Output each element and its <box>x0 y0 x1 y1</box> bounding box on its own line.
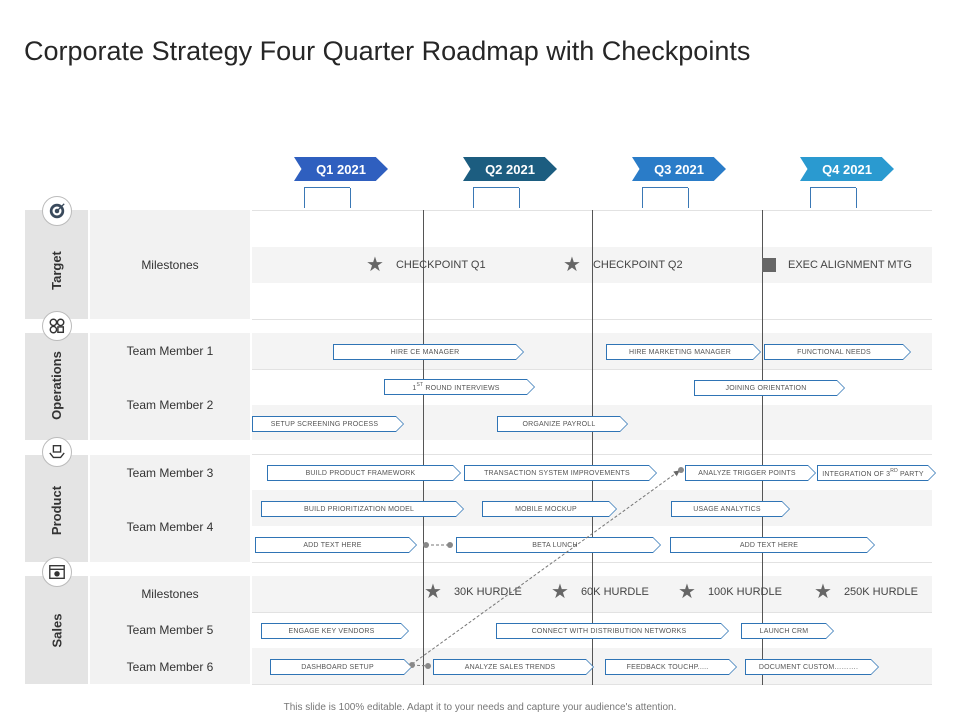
task-launch-crm[interactable]: LAUNCH CRM <box>741 623 834 639</box>
sublabel-column-target <box>90 210 250 319</box>
task-round-interviews[interactable]: 1ST ROUND INTERVIEWS <box>384 379 535 395</box>
category-target-bg <box>25 210 88 319</box>
task-hire-marketing-manager[interactable]: HIRE MARKETING MANAGER <box>606 344 761 360</box>
sublabel-target-milestones: Milestones <box>141 258 199 272</box>
star-icon: ★ <box>551 581 569 603</box>
sublabel-column-sales <box>90 576 250 684</box>
target-icon <box>42 196 72 226</box>
quarter-connector <box>810 187 857 208</box>
quarter-label: Q1 2021 <box>316 161 366 177</box>
task-hire-ce-manager[interactable]: HIRE CE MANAGER <box>333 344 524 360</box>
task-dashboard-setup[interactable]: DASHBOARD SETUP <box>270 659 412 675</box>
sublabel-team-member-4: Team Member 4 <box>126 520 214 534</box>
sublabel-team-member-2: Team Member 2 <box>126 398 214 412</box>
milestone-label: CHECKPOINT Q2 <box>592 259 683 271</box>
sublabel-sales-milestones: Milestones <box>141 587 199 601</box>
dependency-dot <box>447 542 453 548</box>
hurdle-250k: ★ 250K HURDLE <box>814 582 918 602</box>
dependency-dot <box>425 663 431 669</box>
category-sales-bg <box>25 576 88 684</box>
sublabel-team-member-5: Team Member 5 <box>126 623 214 637</box>
milestone-label: 30K HURDLE <box>453 586 522 598</box>
hurdle-30k: ★ 30K HURDLE <box>424 582 522 602</box>
quarter-tab-q3: Q3 2021 <box>632 157 726 181</box>
task-add-text-2[interactable]: ADD TEXT HERE <box>670 537 875 553</box>
dependency-arrow <box>411 470 680 665</box>
task-feedback-touchpoints[interactable]: FEEDBACK TOUCHP..... <box>605 659 737 675</box>
task-analyze-sales-trends[interactable]: ANALYZE SALES TRENDS <box>433 659 594 675</box>
quarter-divider <box>423 210 424 685</box>
quarter-label: Q3 2021 <box>654 161 704 177</box>
category-operations-bg <box>25 333 88 440</box>
star-icon: ★ <box>814 581 832 603</box>
task-prioritization-model[interactable]: BUILD PRIORITIZATION MODEL <box>261 501 464 517</box>
milestone-label: 250K HURDLE <box>843 586 918 598</box>
task-mobile-mockup[interactable]: MOBILE MOCKUP <box>482 501 617 517</box>
sublabel-team-member-3: Team Member 3 <box>126 466 214 480</box>
milestone-label: EXEC ALIGNMENT MTG <box>788 259 912 271</box>
star-icon: ★ <box>424 581 442 603</box>
quarter-connector <box>473 187 520 208</box>
task-transaction-system[interactable]: TRANSACTION SYSTEM IMPROVEMENTS <box>464 465 657 481</box>
star-icon: ★ <box>366 254 384 276</box>
footer-note: This slide is 100% editable. Adapt it to… <box>283 702 677 713</box>
browser-icon <box>42 557 72 587</box>
sublabel-team-member-1: Team Member 1 <box>126 344 214 358</box>
hands-box-icon <box>42 437 72 467</box>
gears-icon <box>42 311 72 341</box>
task-document-custom[interactable]: DOCUMENT CUSTOM………. <box>745 659 879 675</box>
category-product-bg <box>25 455 88 562</box>
quarter-divider <box>592 210 593 685</box>
quarter-divider <box>762 210 763 685</box>
page-title: Corporate Strategy Four Quarter Roadmap … <box>24 36 751 66</box>
task-beta-lunch[interactable]: BETA LUNCH <box>456 537 661 553</box>
quarter-label: Q4 2021 <box>822 161 872 177</box>
milestone-label: 100K HURDLE <box>707 586 782 598</box>
hurdle-60k: ★ 60K HURDLE <box>551 582 649 602</box>
task-add-text-1[interactable]: ADD TEXT HERE <box>255 537 417 553</box>
checkpoint-q1: ★ CHECKPOINT Q1 <box>366 255 486 275</box>
quarter-label: Q2 2021 <box>485 161 535 177</box>
star-icon: ★ <box>563 254 581 276</box>
dependency-dot <box>678 467 684 473</box>
sublabel-column-operations <box>90 333 250 440</box>
task-usage-analytics[interactable]: USAGE ANALYTICS <box>671 501 790 517</box>
quarter-connector <box>304 187 351 208</box>
quarter-tab-q2: Q2 2021 <box>463 157 557 181</box>
exec-alignment: EXEC ALIGNMENT MTG <box>762 258 912 272</box>
milestone-label: 60K HURDLE <box>580 586 649 598</box>
hurdle-100k: ★ 100K HURDLE <box>678 582 782 602</box>
task-connect-distribution[interactable]: CONNECT WITH DISTRIBUTION NETWORKS <box>496 623 729 639</box>
quarter-tab-q1: Q1 2021 <box>294 157 388 181</box>
quarter-connector <box>642 187 689 208</box>
task-joining-orientation[interactable]: JOINING ORIENTATION <box>694 380 845 396</box>
task-integration[interactable]: INTEGRATION OF 3RD PARTY <box>817 465 936 481</box>
quarter-tab-q4: Q4 2021 <box>800 157 894 181</box>
dependency-dot <box>423 542 429 548</box>
task-build-product-framework[interactable]: BUILD PRODUCT FRAMEWORK <box>267 465 461 481</box>
sublabel-team-member-6: Team Member 6 <box>126 660 214 674</box>
checkpoint-q2: ★ CHECKPOINT Q2 <box>563 255 683 275</box>
sublabel-column-product <box>90 455 250 562</box>
square-icon <box>762 258 776 272</box>
task-engage-vendors[interactable]: ENGAGE KEY VENDORS <box>261 623 409 639</box>
task-functional-needs[interactable]: FUNCTIONAL NEEDS <box>764 344 911 360</box>
task-setup-screening[interactable]: SETUP SCREENING PROCESS <box>252 416 404 432</box>
milestone-label: CHECKPOINT Q1 <box>395 259 486 271</box>
task-organize-payroll[interactable]: ORGANIZE PAYROLL <box>497 416 628 432</box>
task-analyze-trigger[interactable]: ANALYZE TRIGGER POINTS <box>685 465 816 481</box>
star-icon: ★ <box>678 581 696 603</box>
